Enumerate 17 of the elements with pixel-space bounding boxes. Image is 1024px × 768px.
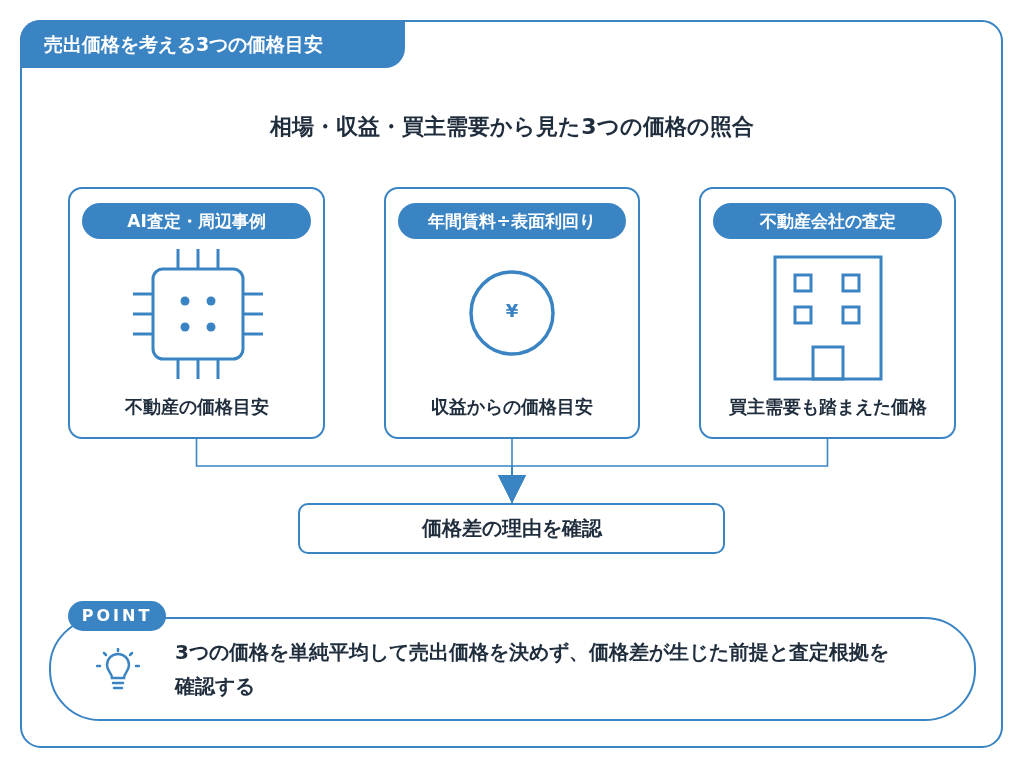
caption-text: 買主需要も踏まえた価格 [727, 395, 928, 419]
method-card [384, 187, 640, 439]
header-pill: 不動産会社の査定 [713, 203, 942, 239]
caption-text: 収益からの価格目安 [430, 395, 594, 419]
method-card [68, 187, 325, 439]
yen-symbol: ¥ [504, 299, 520, 323]
subtitle: 相場・収益・買主需要から見た3つの価格の照合 [268, 113, 755, 141]
method-card [699, 187, 956, 439]
caption-text: 不動産の価格目安 [123, 395, 270, 419]
result-box: 価格差の理由を確認 [298, 503, 725, 554]
point-text: 3つの価格を単純平均して売出価格を決めず、価格差が生じた前提と査定根拠を確認する [175, 639, 890, 700]
header-pill: AI査定・周辺事例 [82, 203, 311, 239]
point-box [49, 601, 976, 721]
header-pill: 年間賃料÷表面利回り [398, 203, 626, 239]
point-badge: POINT [68, 601, 166, 631]
title-tab: 売出価格を考える3つの価格目安 [20, 20, 405, 68]
connector-arrow [498, 438, 829, 504]
